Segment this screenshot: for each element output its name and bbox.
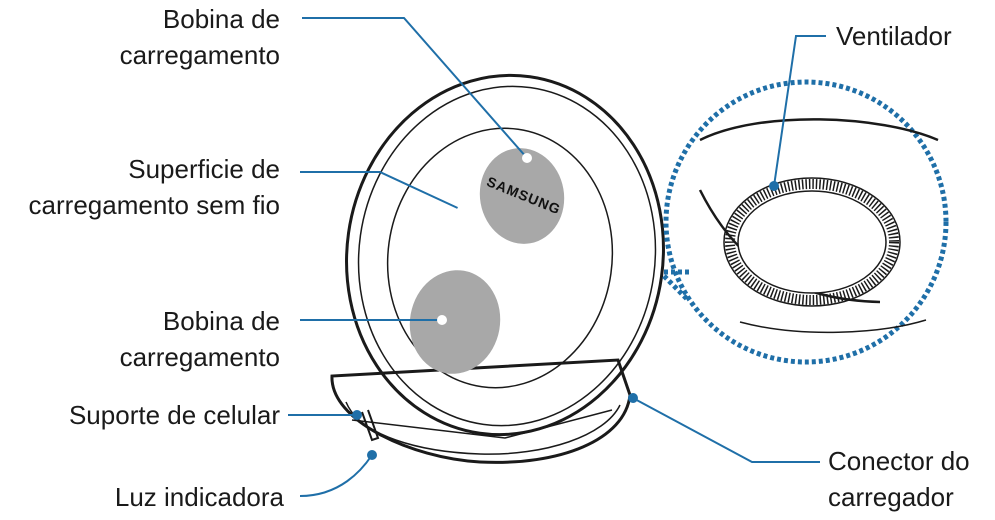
dot-coil-bottom (437, 315, 447, 325)
leader-connector (632, 397, 820, 463)
charger-outer-rim (345, 73, 665, 437)
fan-grille-inner (737, 190, 887, 294)
detail-connector (662, 269, 690, 302)
top-charging-coil (479, 148, 565, 244)
charger-rim-inner (357, 85, 657, 427)
holder-notch (361, 409, 380, 442)
fan-detail-view (662, 79, 949, 365)
label-connector-line2: carregador (828, 482, 954, 512)
dot-phone-holder (352, 410, 362, 420)
detail-body-top (699, 118, 939, 142)
leader-fan (773, 35, 826, 187)
label-coil-bottom-line2: carregamento (120, 342, 280, 372)
leader-indicator (299, 454, 373, 497)
label-surface-line2: carregamento sem fio (29, 190, 280, 220)
dot-coil-top (522, 153, 532, 163)
charging-surface-outline (386, 127, 614, 389)
fan-grille-outer (723, 177, 901, 307)
charger-illustration: SAMSUNG (330, 73, 665, 464)
label-phone-holder: Suporte de celular (69, 400, 280, 430)
base-edge-line (351, 409, 613, 439)
dot-surface (457, 205, 467, 215)
label-coil-top-line2: carregamento (120, 40, 280, 70)
leader-coil-top (302, 17, 528, 159)
label-coil-top-line1: Bobina de (163, 4, 280, 34)
dot-connector (628, 393, 638, 403)
label-surface-line1: Superficie de (128, 154, 280, 184)
label-indicator-light: Luz indicadora (115, 482, 285, 512)
labels: Bobina de carregamento Superficie de car… (29, 4, 970, 512)
label-fan: Ventilador (836, 21, 952, 51)
leader-surface (300, 171, 463, 211)
label-connector-line1: Conector do (828, 446, 970, 476)
fan-grille (725, 179, 899, 305)
charger-base (330, 358, 632, 464)
dot-fan (769, 181, 779, 191)
leader-lines (288, 17, 826, 497)
base-inner-ring (345, 401, 621, 455)
bottom-charging-coil (409, 270, 501, 374)
dot-indicator (367, 450, 377, 460)
label-coil-bottom-line1: Bobina de (163, 306, 280, 336)
detail-body-lower (739, 319, 927, 334)
